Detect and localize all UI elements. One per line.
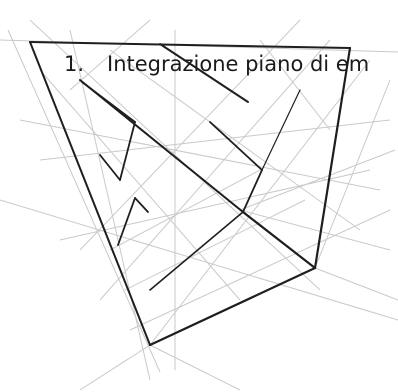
- guide-line: [314, 267, 398, 301]
- stroke-upper-2: [209, 121, 263, 171]
- guide-line: [149, 344, 241, 391]
- edge-inner-lower: [241, 210, 317, 270]
- guide-line: [129, 209, 391, 331]
- guide-line: [59, 169, 371, 241]
- guide-line: [239, 209, 391, 251]
- guide-line: [99, 39, 331, 301]
- edge-top: [29, 41, 351, 49]
- construction-lines: [0, 19, 398, 391]
- list-item-number: 1.: [64, 52, 85, 76]
- guide-line: [0, 199, 398, 321]
- guide-line: [79, 344, 151, 391]
- stroke-step-3: [99, 154, 121, 181]
- guide-line: [19, 119, 381, 191]
- edge-left: [29, 41, 151, 346]
- guide-line: [239, 149, 396, 211]
- edge-right: [313, 46, 352, 270]
- stroke-step-1: [81, 81, 136, 123]
- edge-inner-riser: [242, 169, 263, 213]
- guide-line: [39, 69, 241, 301]
- guide-line: [69, 19, 151, 91]
- numbered-list-item: 1. Integrazione piano di em: [64, 54, 369, 75]
- guide-line: [39, 119, 391, 161]
- stroke-step-5: [117, 197, 136, 246]
- guide-line: [109, 169, 261, 251]
- guide-line: [124, 199, 306, 291]
- guide-line: [259, 39, 331, 131]
- guide-line: [69, 29, 151, 381]
- edge-inner-left: [149, 211, 244, 291]
- stroke-upper-1: [159, 43, 249, 103]
- guide-line: [79, 19, 301, 251]
- guide-line: [314, 79, 391, 269]
- edge-bottom: [148, 266, 317, 347]
- sketch-edges: [29, 41, 352, 347]
- stroke-step-2: [119, 121, 136, 181]
- edge-inner-upper: [261, 89, 301, 171]
- stroke-step-4: [134, 197, 149, 213]
- guide-line: [109, 49, 361, 231]
- list-item-text: Integrazione piano di em: [107, 52, 370, 76]
